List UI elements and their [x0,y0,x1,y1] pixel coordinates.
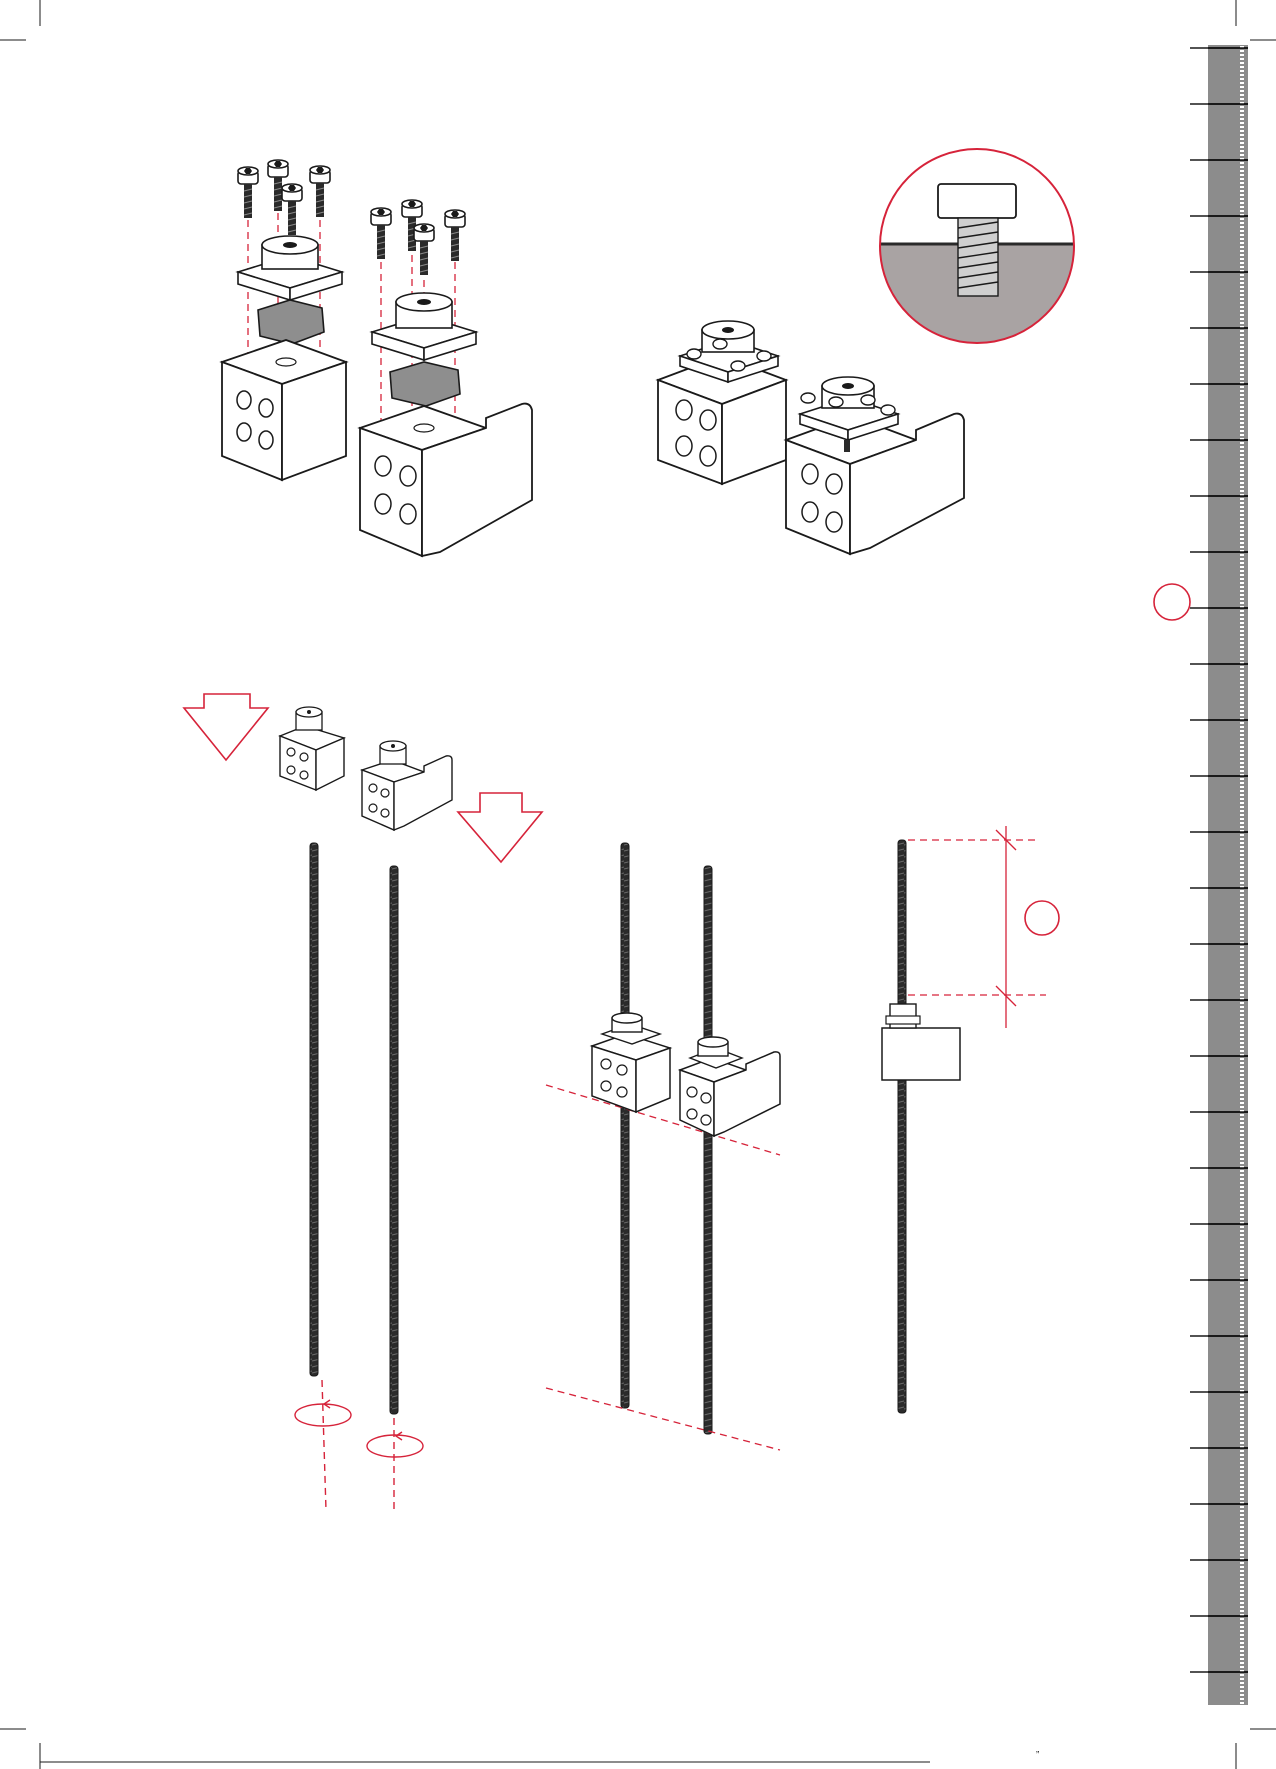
small-bracket-assembled [362,741,452,830]
dimension-lines [908,826,1046,1028]
threaded-rod-3 [621,843,629,1408]
side-view-part [882,1004,960,1080]
measuring-ruler [1190,45,1248,1705]
threaded-rod-5 [898,840,906,1413]
screw-detail-magnifier [870,140,1090,354]
step-marker-circle [1154,584,1190,620]
screws-set-right [371,200,465,275]
gray-insert-right [390,362,460,406]
gray-insert-left [258,300,324,344]
exploded-assembly-group [222,160,532,556]
l-bracket [360,404,532,556]
alignment-guides [546,1085,780,1450]
mounted-cube [592,1013,670,1112]
red-down-arrow-right [458,793,542,862]
rotation-arrow-icon-2 [367,1435,423,1457]
red-down-arrow-left [184,694,268,760]
threaded-rod-1 [310,843,318,1376]
mounted-bracket [680,1037,780,1136]
flange-nut-left [238,236,342,300]
footer-corner-mark: ” [1036,1750,1039,1761]
threaded-rod-2 [390,866,398,1414]
flange-nut-right [372,293,476,360]
dimension-marker-circle [1025,901,1059,935]
screws-set-left [238,160,330,235]
threaded-rod-4 [704,866,712,1434]
small-cube-assembled [280,707,344,790]
corner-cube-left [222,340,346,480]
assembled-parts-group [658,321,964,554]
